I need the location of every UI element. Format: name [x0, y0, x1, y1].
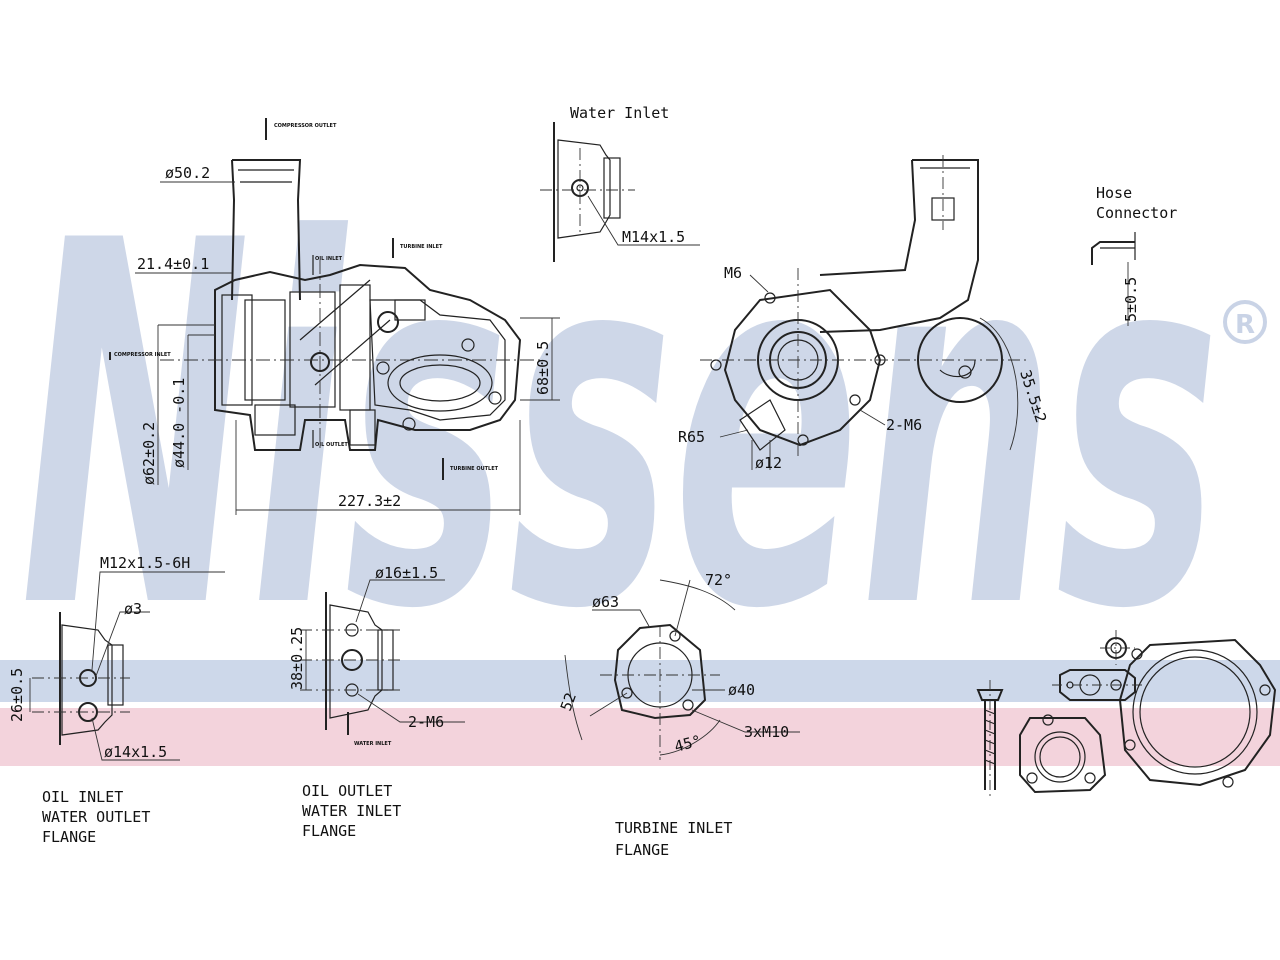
- oil-inlet-flange: M12x1.5-6H ø3 26±0.5 ø14x1.5 OIL INLET W…: [8, 554, 225, 846]
- tag-oil-inlet: OIL INLET: [315, 256, 343, 262]
- main-turbo-view: ø50.2 21.4±0.1 68±0.5 ø62±0.2 ø44.0 -0.1…: [109, 118, 560, 515]
- oil-outlet-flange: ø16±1.5 38±0.25 2-M6 WATER INLET OIL OUT…: [288, 564, 465, 840]
- water-inlet-title: Water Inlet: [570, 104, 669, 122]
- oil-inlet-caption1: OIL INLET: [42, 788, 123, 806]
- oil-inlet-caption2: WATER OUTLET: [42, 808, 150, 826]
- dim-length: 227.3±2: [338, 492, 401, 510]
- oil-inlet-d3: ø3: [124, 600, 142, 618]
- oil-outlet-d16: ø16±1.5: [375, 564, 438, 582]
- turbine-caption2: FLANGE: [615, 841, 669, 859]
- tag-compressor-outlet: COMPRESSOR OUTLET: [274, 123, 337, 129]
- hose-connector-view: Hose Connector 5±0.5: [1091, 184, 1177, 326]
- oil-inlet-d14: ø14x1.5: [104, 743, 167, 761]
- water-inlet-thread: M14x1.5: [622, 228, 685, 246]
- oil-outlet-caption3: FLANGE: [302, 822, 356, 840]
- brand-watermark: Nissens: [20, 136, 1220, 718]
- side-r65: R65: [678, 428, 705, 446]
- registered-r: R: [1235, 310, 1255, 340]
- registered-circle: [1223, 300, 1267, 344]
- dim-diameter-44: ø44.0 -0.1: [170, 378, 188, 468]
- dim-diameter-62: ø62±0.2: [140, 422, 158, 485]
- oil-outlet-two-m6: 2-M6: [408, 713, 444, 731]
- turbine-bolts: 3xM10: [744, 723, 789, 741]
- turbine-caption1: TURBINE INLET: [615, 819, 732, 837]
- turbine-angle72: 72°: [705, 571, 732, 589]
- turbine-inlet-flange: 72° ø63 ø40 52 45° 3xM10 TURBINE INLET F…: [557, 571, 800, 859]
- oil-outlet-caption2: WATER INLET: [302, 802, 401, 820]
- side-m6: M6: [724, 264, 742, 282]
- tag-compressor-inlet: COMPRESSOR INLET: [114, 352, 171, 358]
- dim-outlet-diameter: ø50.2: [165, 164, 210, 182]
- turbine-d40: ø40: [728, 681, 755, 699]
- oil-outlet-tag: WATER INLET: [354, 741, 392, 747]
- turbine-d63: ø63: [592, 593, 619, 611]
- oil-outlet-dim38: 38±0.25: [288, 627, 306, 690]
- hose-title-line1: Hose: [1096, 184, 1132, 202]
- tag-oil-outlet: OIL OUTLET: [315, 442, 348, 448]
- gaskets-kit: [976, 630, 1277, 800]
- water-inlet-view: Water Inlet M14x1.5: [540, 104, 700, 262]
- tag-turbine-outlet: TURBINE OUTLET: [450, 466, 499, 472]
- turbine-dim52: 52: [557, 690, 580, 713]
- oil-inlet-dim26: 26±0.5: [8, 668, 26, 722]
- blue-band: [0, 660, 1280, 702]
- side-two-m6: 2-M6: [886, 416, 922, 434]
- oil-outlet-caption1: OIL OUTLET: [302, 782, 392, 800]
- oil-inlet-caption3: FLANGE: [42, 828, 96, 846]
- dim-offset: 21.4±0.1: [137, 255, 209, 273]
- hose-title-line2: Connector: [1096, 204, 1177, 222]
- tag-turbine-inlet: TURBINE INLET: [400, 244, 443, 250]
- dim-height-68: 68±0.5: [534, 341, 552, 395]
- oil-inlet-thread: M12x1.5-6H: [100, 554, 190, 572]
- hose-dim: 5±0.5: [1122, 277, 1140, 322]
- side-d12: ø12: [755, 454, 782, 472]
